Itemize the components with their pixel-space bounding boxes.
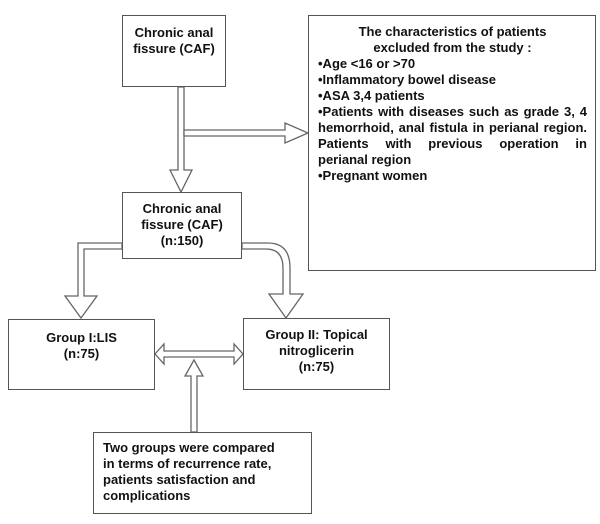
exclusion-criteria-box: The characteristics of patients excluded…	[308, 15, 596, 271]
caf-initial-box: Chronic anal fissure (CAF)	[122, 15, 226, 87]
double-arrow-groups	[154, 342, 244, 366]
caf-total-line: Chronic anal	[142, 201, 222, 216]
exclusion-item: •Patients with diseases such as grade 3,…	[318, 104, 587, 167]
comparison-line: complications	[103, 488, 191, 503]
group1-box: Group I:LIS (n:75)	[8, 319, 155, 390]
group2-line: Group II: Topical	[265, 327, 368, 342]
arrow-right-exclusion	[183, 122, 310, 144]
caf-initial-line: fissure (CAF)	[133, 41, 215, 56]
group1-line: Group I:LIS	[46, 330, 117, 345]
exclusion-item: •Age <16 or >70	[318, 56, 416, 71]
exclusion-title: excluded from the study :	[373, 40, 532, 55]
exclusion-item: •Pregnant women	[318, 168, 428, 183]
caf-total-box: Chronic anal fissure (CAF) (n:150)	[122, 192, 242, 259]
exclusion-item: •Inflammatory bowel disease	[318, 72, 496, 87]
comparison-box: Two groups were compared in terms of rec…	[93, 432, 312, 514]
comparison-line: Two groups were compared	[103, 440, 275, 455]
exclusion-item: •ASA 3,4 patients	[318, 88, 425, 103]
comparison-line: patients satisfaction and	[103, 472, 256, 487]
caf-total-line: (n:150)	[160, 233, 204, 248]
arrow-to-group1	[63, 242, 123, 320]
group2-line: nitroglicerin	[278, 343, 355, 358]
caf-total-line: fissure (CAF)	[141, 217, 223, 232]
caf-initial-line: Chronic anal	[134, 25, 214, 40]
arrow-down-main	[168, 86, 194, 194]
comparison-line: in terms of recurrence rate,	[103, 456, 272, 471]
group2-line: (n:75)	[298, 359, 335, 374]
group2-box: Group II: Topical nitroglicerin (n:75)	[243, 318, 390, 390]
group1-line: (n:75)	[63, 346, 100, 361]
arrow-to-group2	[241, 242, 305, 320]
arrow-up-comparison	[183, 358, 205, 433]
exclusion-title: The characteristics of patients	[358, 24, 547, 39]
